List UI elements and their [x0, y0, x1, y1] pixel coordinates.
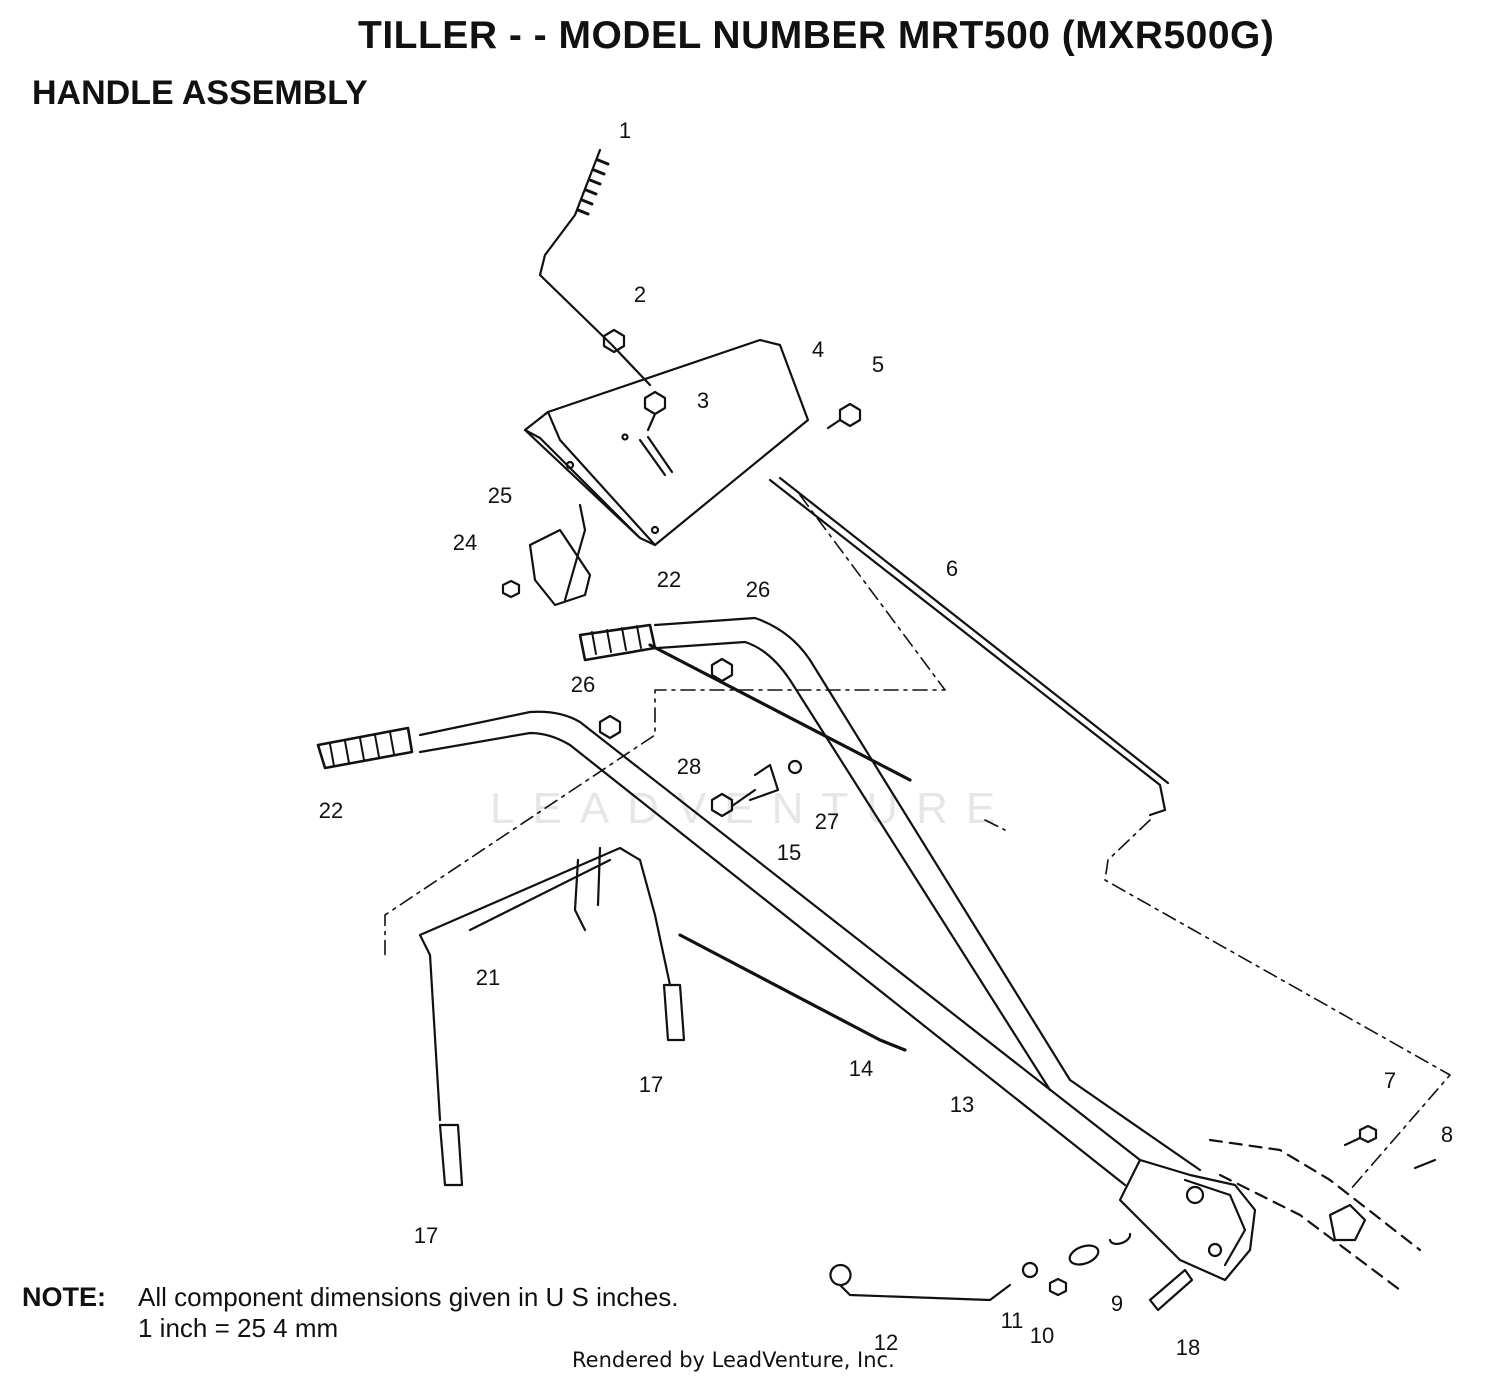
callout-label: 6 [946, 556, 958, 581]
pin-8 [1413, 1158, 1437, 1170]
washer-9 [1068, 1232, 1132, 1266]
grip-upper [578, 623, 657, 662]
callout-label: 18 [1176, 1335, 1200, 1360]
callout-label: 13 [950, 1092, 974, 1117]
grip-lower [316, 726, 414, 770]
note-line-1: All component dimensions given in U S in… [138, 1282, 679, 1312]
callout-label: 10 [1030, 1323, 1054, 1348]
shift-rod-inner [778, 476, 1170, 785]
callout-label: 8 [1441, 1122, 1453, 1147]
callout-label: 5 [872, 352, 884, 377]
diagram-linework [316, 148, 1451, 1312]
pivot-hole [1185, 1185, 1205, 1205]
nut-24 [501, 579, 521, 599]
cover-hole [565, 460, 575, 470]
callout-label: 12 [874, 1330, 898, 1355]
callout-label: 28 [677, 754, 701, 779]
control-bracket [528, 503, 592, 607]
bolt-5 [826, 402, 862, 430]
handle-bar-right-lower [656, 640, 1052, 1092]
control-rod [538, 148, 652, 387]
callout-label: 4 [812, 337, 824, 362]
footer-credit: Rendered by LeadVenture, Inc. [572, 1348, 895, 1372]
callout-label: 14 [849, 1056, 873, 1081]
callout-label: 25 [488, 483, 512, 508]
nut-28 [710, 788, 757, 818]
note-text: All component dimensions given in U S in… [138, 1282, 679, 1344]
grip-lower-ribs [329, 731, 395, 767]
cover-hole [650, 525, 660, 535]
cover-shield [523, 338, 810, 547]
nut-26-upper [710, 657, 734, 683]
page-title: TILLER - - MODEL NUMBER MRT500 (MXR500G) [358, 14, 1275, 57]
dash-leader [384, 494, 1451, 1191]
bail-grip-right [662, 983, 686, 1042]
cover-slot [638, 435, 674, 477]
clutch-cable [678, 933, 907, 1052]
callout-label: 22 [319, 798, 343, 823]
note-line-2: 1 inch = 25 4 mm [138, 1313, 339, 1343]
washer-11 [1021, 1261, 1039, 1279]
bolt-7 [1343, 1124, 1378, 1147]
callout-label: 1 [619, 118, 631, 143]
callout-label: 24 [453, 530, 477, 555]
callout-label: 15 [777, 840, 801, 865]
pivot-bracket-face [1183, 1178, 1247, 1267]
clutch-bail-link [573, 846, 602, 932]
bolt-18 [1148, 1268, 1194, 1312]
handle-bar-left-lower [418, 731, 1127, 1187]
callout-label: 11 [1001, 1308, 1024, 1333]
transmission-outline [1208, 1138, 1422, 1292]
screw-3 [643, 390, 667, 432]
callout-label: 2 [634, 282, 646, 307]
callout-label: 3 [697, 388, 709, 413]
callout-labels: 1 2 3 4 5 6 24 25 22 26 26 22 28 27 15 2… [319, 118, 1453, 1360]
note-label: NOTE: [22, 1282, 106, 1312]
rod-12 [829, 1263, 1012, 1302]
handle-bar-left [418, 710, 1142, 1162]
cover-shield-fold [523, 410, 657, 547]
pivot-bracket [1118, 1158, 1257, 1282]
callout-label: 22 [657, 567, 681, 592]
callout-label: 9 [1111, 1291, 1123, 1316]
nut-26-lower [598, 714, 622, 740]
assembly-title: HANDLE ASSEMBLY [32, 74, 368, 112]
cover-hole [621, 433, 629, 441]
callout-label: 17 [639, 1072, 663, 1097]
bail-grip-left [438, 1123, 464, 1187]
throttle-cable [648, 643, 912, 782]
callout-label: 7 [1384, 1068, 1396, 1093]
nut-10 [1048, 1277, 1068, 1297]
pivot-hole [1207, 1242, 1223, 1258]
callout-label: 26 [746, 577, 770, 602]
callout-label: 27 [815, 809, 839, 834]
grip-upper-ribs [591, 625, 642, 655]
handle-bar-right [653, 616, 1202, 1172]
callout-label: 26 [571, 672, 595, 697]
callout-label: 17 [414, 1223, 438, 1248]
clutch-bail [418, 846, 672, 1122]
callout-label: 21 [476, 965, 500, 990]
nut-2 [602, 328, 626, 354]
transmission-lug [1328, 1203, 1367, 1242]
clip-15 [748, 763, 780, 802]
control-rod-spring [576, 158, 610, 216]
washer-27 [787, 759, 803, 775]
shift-rod [768, 478, 1167, 817]
